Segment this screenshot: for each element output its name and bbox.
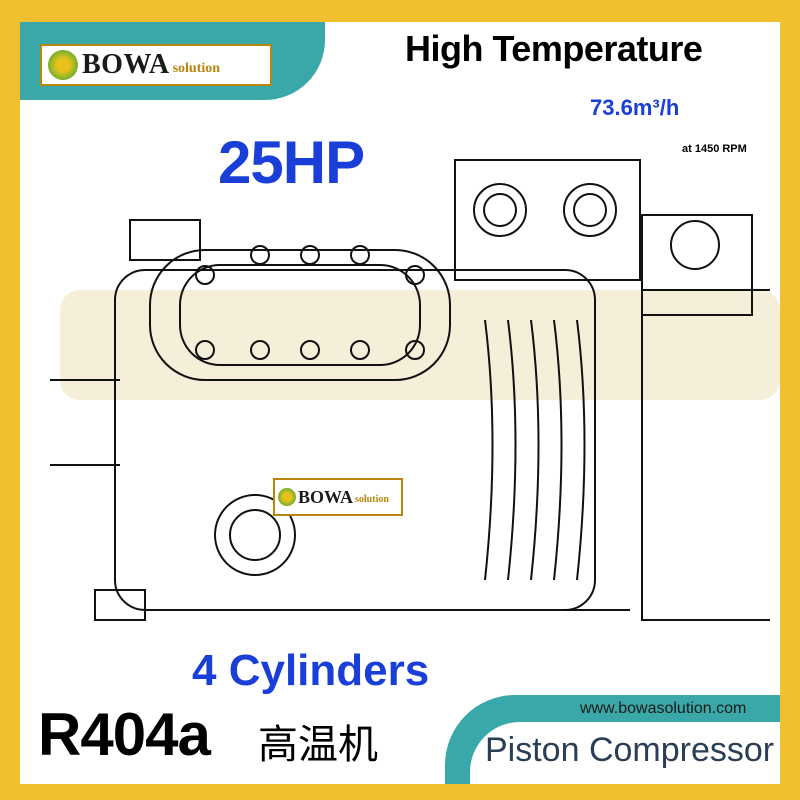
power-rating: 25HP: [218, 129, 365, 196]
badge-brand-name: BOWA: [298, 486, 354, 507]
sun-emblem-icon: [48, 50, 78, 80]
chinese-label: 高温机: [258, 722, 378, 768]
sun-emblem-icon: [278, 488, 296, 506]
brand-name: BOWA: [82, 49, 170, 80]
website-link[interactable]: www.bowasolution.com: [580, 700, 747, 717]
teal-corner-bottom-right-inner: [470, 722, 780, 784]
refrigerant-label: R404a: [38, 701, 211, 768]
brand-suffix: solution: [172, 61, 221, 76]
flow-rate: 73.6m³/h: [590, 95, 680, 120]
white-panel: [20, 22, 780, 784]
rpm-note: at 1450 RPM: [682, 143, 747, 155]
product-type: Piston Compressor: [485, 731, 775, 769]
compressor-badge: BOWA solution: [273, 478, 403, 516]
badge-brand-suffix: solution: [355, 494, 389, 505]
cylinder-count: 4 Cylinders: [192, 646, 430, 695]
compressor-drawing: [50, 159, 770, 621]
brand-logo: BOWA solution: [40, 44, 272, 86]
page-title: High Temperature: [405, 28, 703, 69]
